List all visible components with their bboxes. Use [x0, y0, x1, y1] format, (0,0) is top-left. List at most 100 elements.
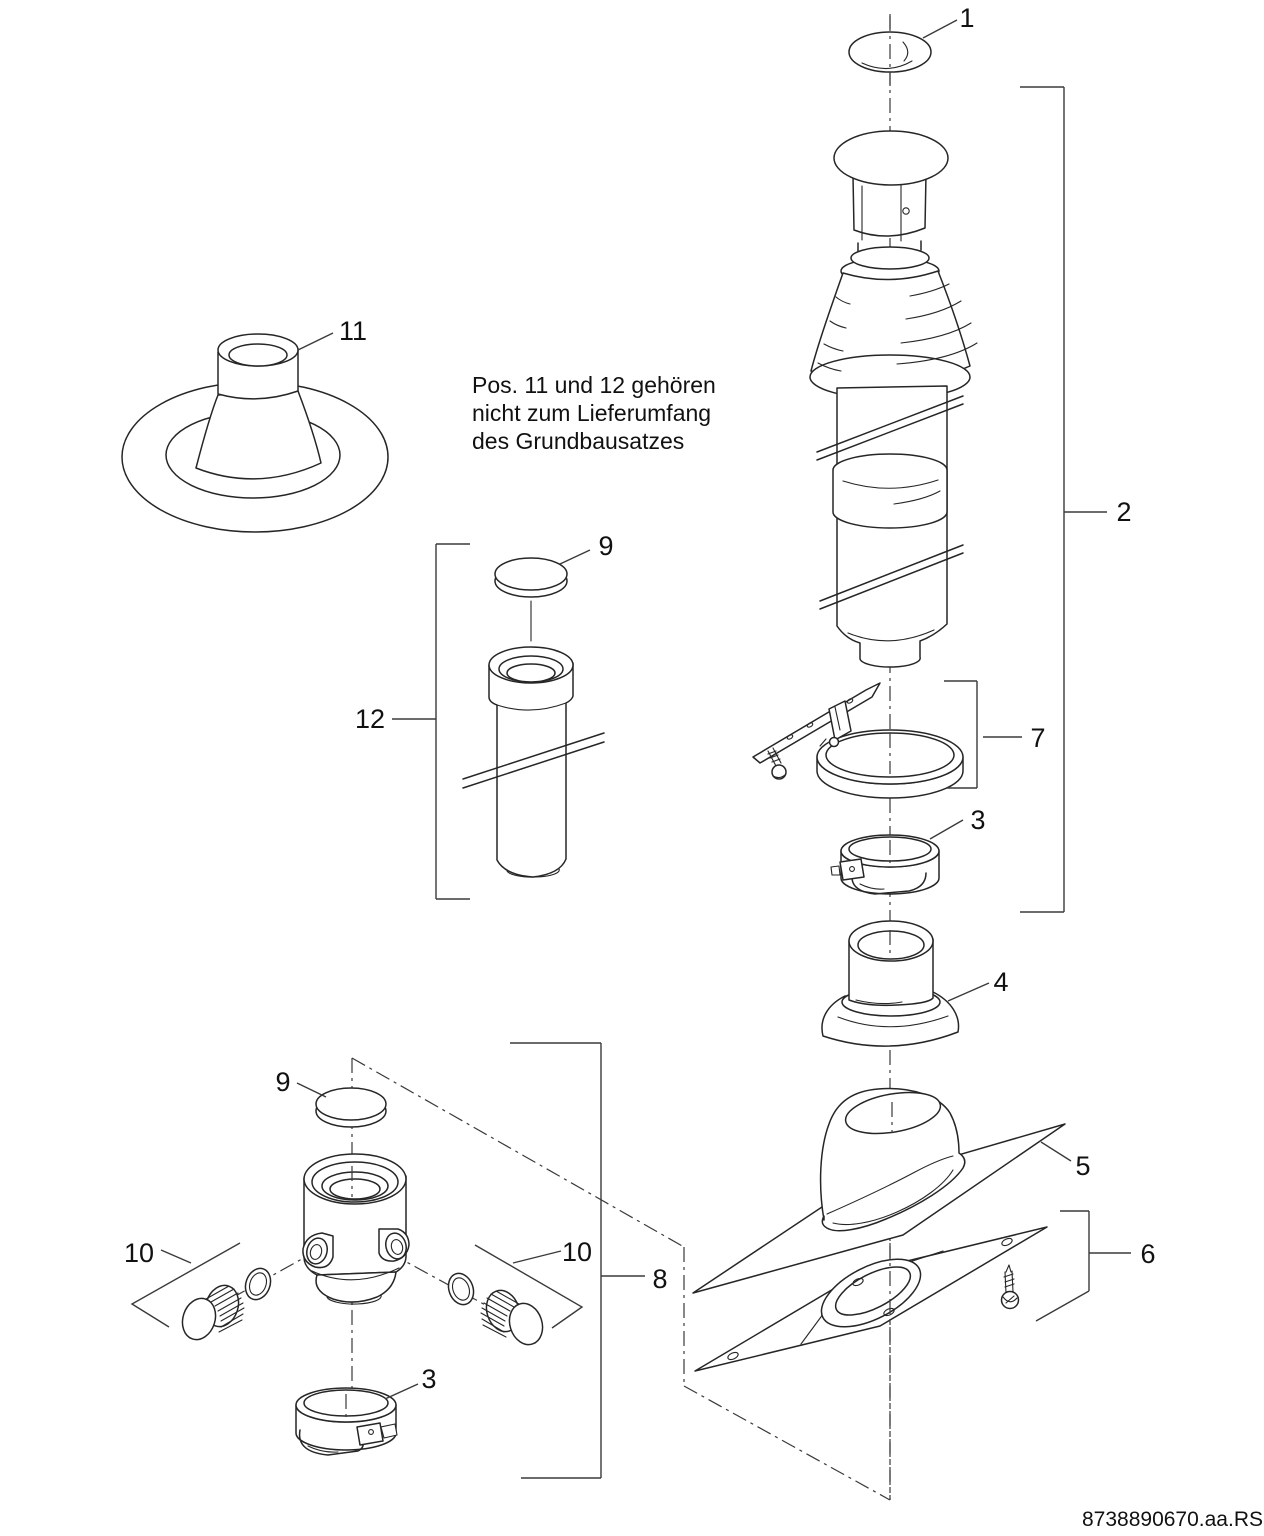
screw-head-detail: [772, 773, 787, 779]
leader-10-left: [160, 1249, 192, 1264]
cap-left-face: [181, 1297, 217, 1341]
callout-8: 8: [652, 1264, 667, 1294]
flashing-cone: [195, 390, 322, 480]
part-7-pipe-support: 7: [752, 680, 1046, 799]
callout-bracket-2: 2: [1020, 86, 1132, 913]
pipe-collar-detail: [842, 479, 941, 505]
bracket-10-left: [130, 1242, 241, 1328]
gasket-lower-rim-upper: [315, 1087, 387, 1121]
callout-3-upper: 3: [970, 805, 985, 835]
callout-1: 1: [959, 3, 974, 33]
dome-flange-inner: [832, 1169, 954, 1226]
callout-10-right: 10: [562, 1237, 592, 1267]
extension-pipe: [462, 646, 605, 878]
screw-shaft: [767, 747, 782, 767]
storm-collar-skirt-arc: [837, 1015, 949, 1028]
bracket-8: [510, 1042, 645, 1479]
adapter-bottom-cap: [315, 1271, 397, 1303]
leader-11: [297, 332, 334, 351]
clamp-lower-lever-edge: [307, 1445, 339, 1453]
callout-9-upper: 9: [598, 531, 613, 561]
break-lines-upper: [816, 395, 964, 461]
extension-pipe-foot: [506, 868, 560, 878]
note-text: Pos. 11 und 12 gehören nicht zum Lieferu…: [472, 372, 716, 454]
part-8-measuring-adapter-group: 8 9: [124, 1042, 668, 1479]
plate-screw-head-detail: [1002, 1295, 1018, 1304]
bracket-7: [944, 680, 1022, 789]
clamp-buckle: [839, 858, 865, 881]
bracket-6: [1035, 1210, 1131, 1322]
cap-right-face: [508, 1302, 544, 1346]
part-2-terminal-assembly: [809, 130, 978, 668]
wing-screw: [828, 736, 840, 748]
support-ring: [816, 700, 964, 799]
plate-screw-hole-1: [727, 1351, 739, 1361]
extension-pipe-hole: [506, 663, 556, 683]
callout-3-lower: 3: [421, 1364, 436, 1394]
gasket-upper-rim-upper: [494, 557, 568, 591]
rain-cap-rivet: [902, 207, 910, 215]
gasket-9-upper: 9: [494, 531, 614, 598]
extension-pipe-step: [496, 702, 567, 711]
o-ring-right-outer: [447, 1272, 475, 1306]
cover-plate-detail: [861, 41, 913, 70]
ring-clamp-edge: [834, 706, 841, 731]
measuring-adapter: [302, 1153, 410, 1305]
callout-10-left: 10: [124, 1238, 154, 1268]
leader-9-upper: [559, 549, 591, 565]
sealing-cap-left: [181, 1284, 245, 1341]
clamp-hook: [830, 865, 841, 876]
clamp-lower-buckle-pin: [368, 1429, 374, 1435]
rain-cap-top: [833, 130, 949, 186]
wing-screw-handle: [819, 738, 827, 747]
cap-right-knurl: [480, 1290, 520, 1338]
adapter-link-diagonal-1: [351, 1057, 685, 1248]
plate-screw-hole-2: [852, 1277, 864, 1287]
o-ring-right: [447, 1272, 475, 1306]
adapter-band-seam: [311, 1267, 400, 1281]
doc-number: 8738890670.aa.RS: [1082, 1508, 1263, 1531]
bracket-10-right: [474, 1244, 584, 1329]
callout-5: 5: [1075, 1151, 1090, 1181]
part-5-roof-flashing: 5: [692, 1087, 1091, 1294]
rain-cap-seams: [861, 183, 902, 242]
dome-opening: [844, 1091, 942, 1135]
note-line-3: des Grundbausatzes: [472, 428, 684, 454]
callout-12: 12: [355, 704, 385, 734]
pipe-shoulder: [847, 629, 935, 642]
extension-pipe-break-lines: [462, 732, 605, 789]
callout-4: 4: [993, 967, 1008, 997]
pipe-collar-band: [832, 453, 948, 529]
plate-screw: [1000, 1264, 1020, 1310]
adapter-left-port-hole: [309, 1244, 323, 1260]
callout-2: 2: [1116, 497, 1131, 527]
bracket-12: [392, 543, 470, 900]
clamp-lever: [851, 869, 927, 895]
support-screw: [767, 747, 787, 780]
leader-1: [922, 19, 958, 39]
leader-3-lower: [384, 1383, 419, 1400]
break-lines-lower: [819, 544, 964, 610]
plate-screw-shaft: [1003, 1264, 1015, 1294]
adapter-right-port-hole: [390, 1239, 404, 1255]
adapter-hole: [329, 1178, 381, 1200]
o-ring-left-inner: [248, 1272, 268, 1296]
o-ring-right-inner: [451, 1277, 471, 1301]
clamp-lower-lever: [298, 1429, 364, 1456]
terminal-pipe: [816, 385, 964, 668]
part-1-cover-plate: 1: [848, 3, 975, 86]
callout-6: 6: [1140, 1239, 1155, 1269]
leader-4: [947, 982, 990, 1002]
adapter-foot-arc: [326, 1294, 382, 1305]
callout-7: 7: [1030, 723, 1045, 753]
strap-hole-3: [786, 734, 794, 740]
strap-hole-1: [846, 698, 854, 704]
part-6-mounting-plate: 6: [694, 1210, 1156, 1372]
extension-pipe-body: [488, 662, 574, 878]
rain-cap-skirt: [852, 173, 927, 237]
bracket-2: [1020, 86, 1107, 913]
o-ring-left-outer: [244, 1267, 272, 1301]
callout-9-lower: 9: [275, 1067, 290, 1097]
plate-hole-opening: [834, 1266, 912, 1316]
